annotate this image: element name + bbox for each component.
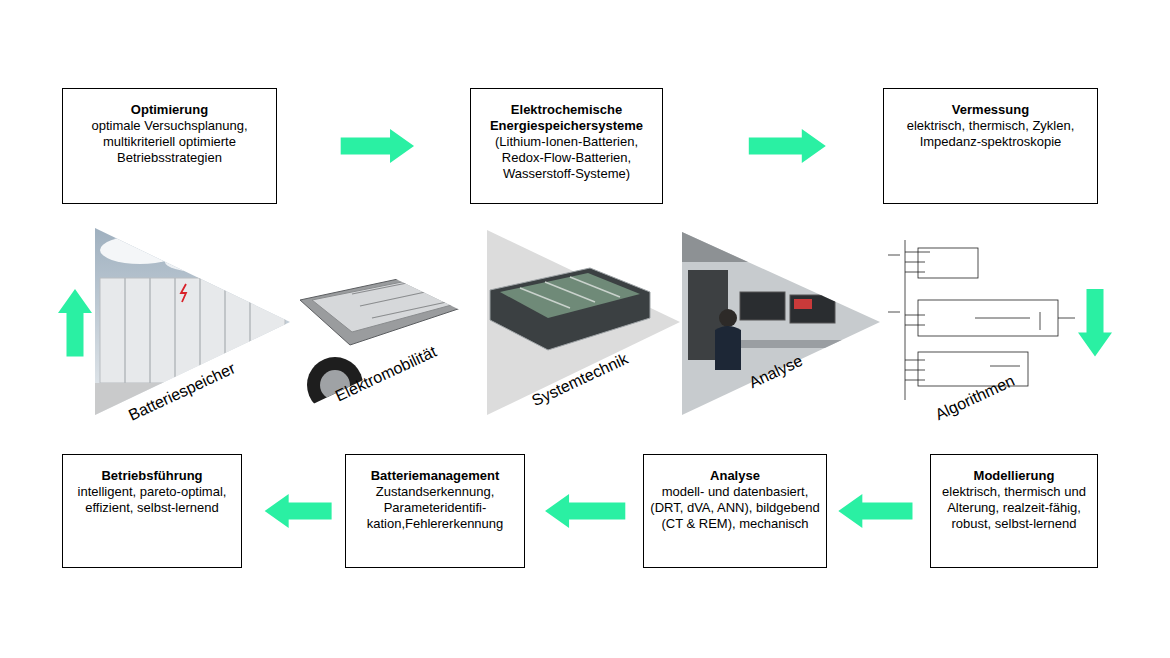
- monitor: [790, 295, 835, 323]
- box-heading: Batteriemanagement: [371, 468, 500, 484]
- process-box: Modellierungelektrisch, thermisch und Al…: [930, 454, 1098, 568]
- background: [290, 228, 485, 418]
- box-heading: Elektrochemische Energiespeichersysteme: [477, 102, 656, 134]
- process-box: BatteriemanagementZustandserkennung, Par…: [345, 454, 525, 568]
- ceiling: [682, 232, 882, 262]
- block: [918, 248, 978, 278]
- lightning-symbol: [181, 284, 186, 302]
- box-heading: Analyse: [710, 468, 760, 484]
- cloud: [100, 236, 180, 264]
- process-box: Optimierungoptimale Versuchsplanung, mul…: [62, 88, 277, 204]
- flow-arrow: [1078, 289, 1112, 357]
- flow-arrow: [58, 289, 92, 357]
- person-head: [719, 309, 737, 327]
- lab-photo: [682, 232, 882, 417]
- e-mobility-photo: [290, 228, 485, 418]
- signal-lines: [905, 240, 930, 400]
- board-slots: [520, 277, 620, 308]
- illustration-label: Algorithmen: [933, 372, 1018, 424]
- wall: [682, 232, 882, 417]
- chassis: [300, 270, 485, 345]
- formula-bars: [975, 318, 1030, 366]
- algorithm-schematic: [888, 240, 1075, 400]
- storage-cabinets: [100, 278, 285, 383]
- box-text: elektrisch, thermisch und Alterung, real…: [937, 484, 1091, 532]
- box-heading: Betriebsführung: [101, 468, 202, 484]
- circuit-boards: [500, 273, 640, 318]
- flow-arrow: [838, 494, 912, 528]
- flow-arrow: [545, 494, 625, 528]
- box-text: intelligent, pareto-optimal, effizient, …: [69, 484, 235, 516]
- battery-pack: [312, 276, 470, 332]
- monitor: [740, 292, 785, 320]
- process-box: Analysemodell- und datenbasiert, (DRT, d…: [643, 454, 827, 568]
- box-heading: Modellierung: [974, 468, 1055, 484]
- box-text: optimale Versuchsplanung, multikriteriel…: [69, 118, 270, 166]
- system-engineering-image: [487, 230, 680, 415]
- rack-housing: [490, 268, 650, 350]
- box-text: modell- und datenbasiert, (DRT, dVA, ANN…: [650, 484, 820, 532]
- background-triangle: [487, 230, 680, 415]
- process-box: Vermessungelektrisch, thermisch, Zyklen,…: [883, 88, 1098, 204]
- box-heading: Optimierung: [131, 102, 208, 118]
- cloud: [165, 252, 235, 272]
- process-box: Elektrochemische Energiespeichersysteme(…: [470, 88, 663, 204]
- flow-arrow: [341, 129, 414, 163]
- box-text: Zustandserkennung, Parameteridentifi- ka…: [352, 484, 518, 532]
- screen-content: [794, 299, 812, 309]
- battery-cells: [352, 278, 456, 318]
- box-heading: Vermessung: [952, 102, 1029, 118]
- flow-arrow: [265, 494, 332, 528]
- desk: [735, 340, 875, 348]
- box-text: elektrisch, thermisch, Zyklen, Impedanz-…: [890, 118, 1091, 150]
- flow-arrow: [749, 129, 826, 163]
- box-text: (Lithium-Ionen-Batterien, Redox-Flow-Bat…: [477, 134, 656, 182]
- process-box: Betriebsführungintelligent, pareto-optim…: [62, 454, 242, 568]
- person-body: [715, 326, 741, 370]
- wires: [888, 255, 1075, 330]
